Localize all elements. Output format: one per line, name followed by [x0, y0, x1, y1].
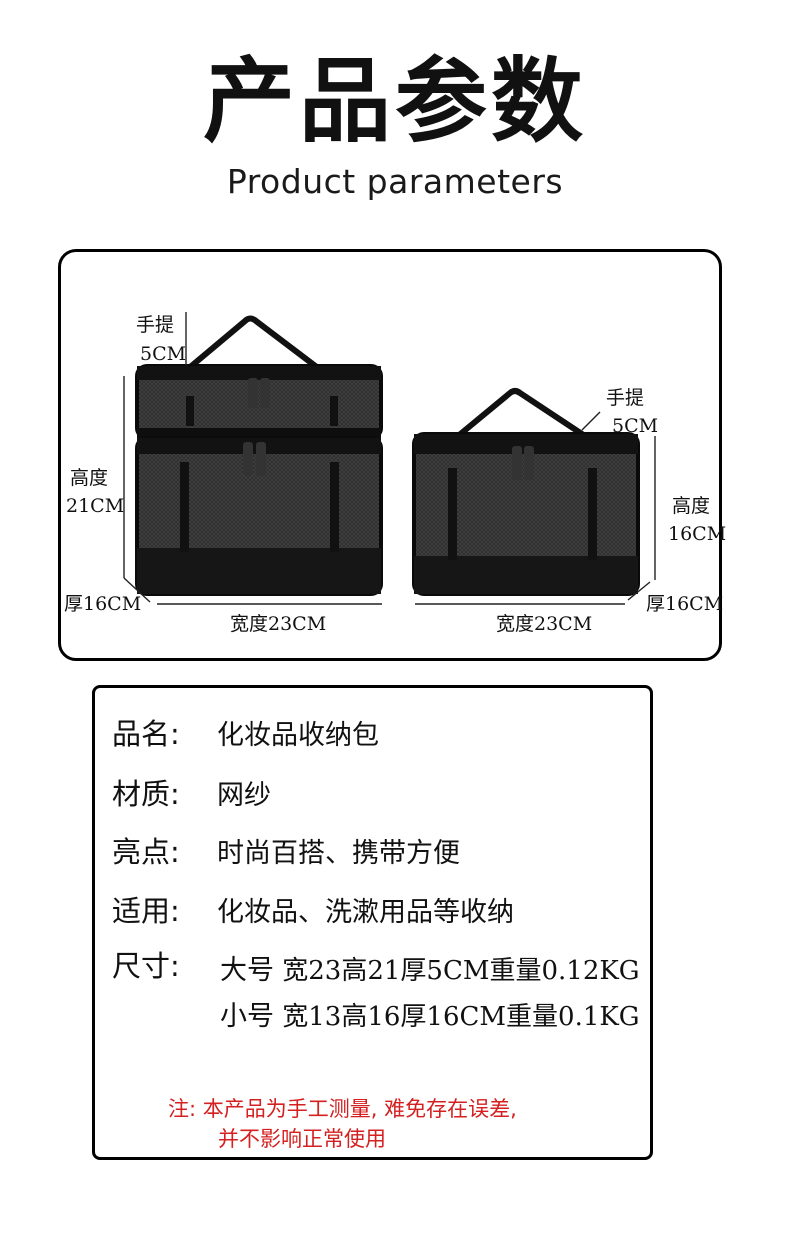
- spec-row-usage: 适用: 化妆品、洗漱用品等收纳: [112, 893, 514, 931]
- spec-row-highlight: 亮点: 时尚百搭、携带方便: [112, 834, 460, 872]
- spec-row-name: 品名: 化妆品收纳包: [112, 716, 379, 754]
- small-depth-label: 厚16CM: [646, 593, 724, 615]
- spec-name-label: 品名:: [112, 717, 180, 751]
- large-height-label: 高度: [70, 467, 109, 489]
- size-large-tag: 大号: [220, 955, 274, 986]
- large-depth-label: 厚16CM: [64, 593, 142, 615]
- dimension-lines: [123, 312, 656, 605]
- small-handle-label: 手提: [606, 387, 645, 409]
- large-handle-value: 5CM: [140, 343, 187, 365]
- spec-usage-value: 化妆品、洗漱用品等收纳: [217, 897, 514, 928]
- spec-material-label: 材质:: [112, 777, 180, 811]
- small-height-value: 16CM: [668, 523, 727, 545]
- disclaimer-note: 注: 本产品为手工测量, 难免存在误差, 并不影响正常使用: [168, 1094, 517, 1154]
- size-large-line: 大号 宽23高21厚5CM重量0.12KG: [220, 955, 640, 987]
- large-width-label: 宽度23CM: [230, 613, 327, 635]
- spec-usage-label: 适用:: [112, 894, 180, 928]
- spec-row-size: 尺寸:: [112, 948, 217, 984]
- spec-row-material: 材质: 网纱: [112, 776, 271, 814]
- spec-name-value: 化妆品收纳包: [217, 720, 379, 751]
- note-line-1: 注: 本产品为手工测量, 难免存在误差,: [168, 1097, 517, 1121]
- size-small-tag: 小号: [220, 1001, 274, 1032]
- product-illustration: [123, 312, 656, 605]
- page-title: 产品参数: [202, 48, 587, 155]
- large-bag-handle: [186, 315, 321, 371]
- product-figure-frame: [58, 249, 722, 661]
- size-small-line: 小号 宽13高16厚16CM重量0.1KG: [220, 1001, 640, 1033]
- small-width-label: 宽度23CM: [496, 613, 593, 635]
- spec-highlight-label: 亮点:: [112, 835, 180, 869]
- small-bag: [412, 388, 640, 596]
- small-handle-value: 5CM: [612, 415, 659, 437]
- large-bag: [135, 315, 383, 596]
- large-handle-label: 手提: [136, 314, 175, 336]
- size-large-spec: 宽23高21厚5CM重量0.12KG: [282, 956, 640, 986]
- note-line-2: 并不影响正常使用: [218, 1127, 386, 1151]
- page-subtitle: Product parameters: [226, 162, 564, 201]
- large-height-value: 21CM: [66, 495, 125, 517]
- spec-frame: [92, 685, 653, 1160]
- size-small-spec: 宽13高16厚16CM重量0.1KG: [282, 1002, 640, 1032]
- spec-size-label: 尺寸:: [112, 949, 180, 983]
- small-bag-handle: [455, 388, 588, 439]
- small-height-label: 高度: [672, 495, 711, 517]
- spec-material-value: 网纱: [217, 780, 271, 811]
- spec-highlight-value: 时尚百搭、携带方便: [217, 838, 460, 869]
